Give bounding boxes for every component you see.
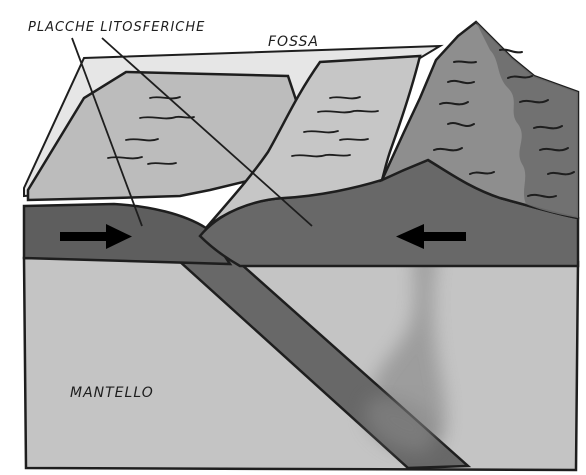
plates-label: PLACCHE LITOSFERICHE: [28, 20, 205, 35]
mountain-ridges: [433, 48, 575, 199]
crust-layer-lines: [107, 96, 379, 165]
plates-pointer-lines: [71, 37, 313, 227]
mantle-label: MANTELLO: [70, 385, 154, 401]
arrow-right-icon: [60, 224, 132, 249]
trench-slope-block: [205, 54, 422, 229]
trench-label: FOSSA: [268, 34, 319, 50]
arrow-left-icon: [396, 224, 466, 249]
mountain-shade: [476, 22, 578, 218]
left-plate: [22, 202, 233, 266]
slab-plume-blend: [365, 396, 436, 453]
